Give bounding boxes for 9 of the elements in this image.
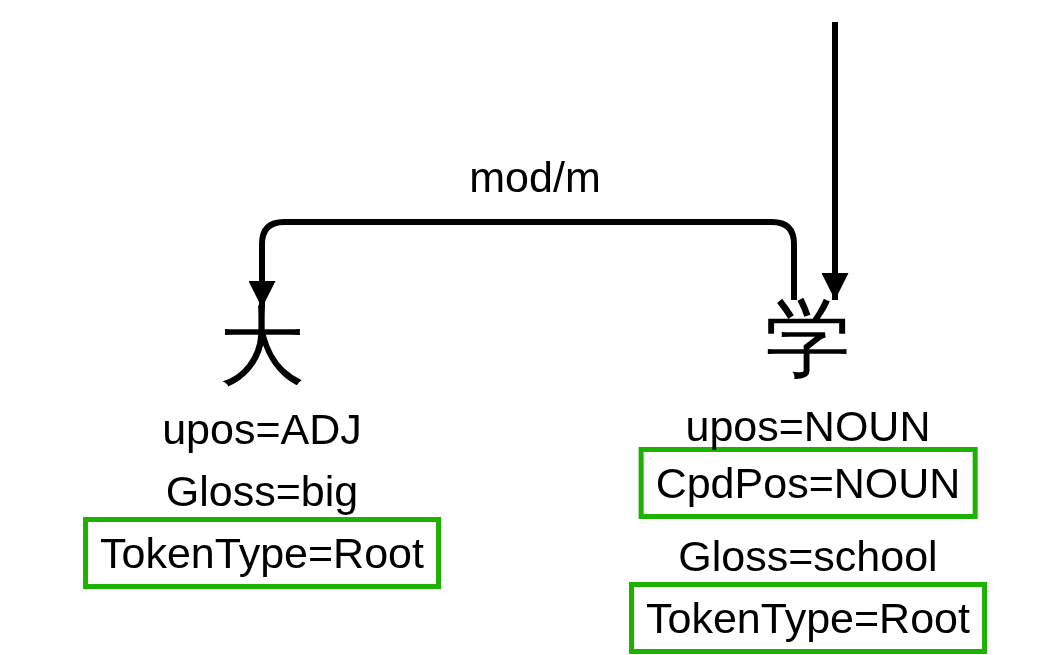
arrow	[248, 219, 797, 308]
arrow	[821, 22, 849, 300]
word-character: 学	[765, 292, 851, 384]
feature-box: TokenType=Root	[83, 517, 441, 589]
word-character: 大	[219, 300, 305, 392]
feature-box: TokenType=Root	[629, 582, 987, 654]
feature-text: upos=ADJ	[162, 404, 362, 454]
feature-text: Gloss=school	[678, 531, 938, 581]
feature-text: Gloss=big	[165, 466, 359, 516]
